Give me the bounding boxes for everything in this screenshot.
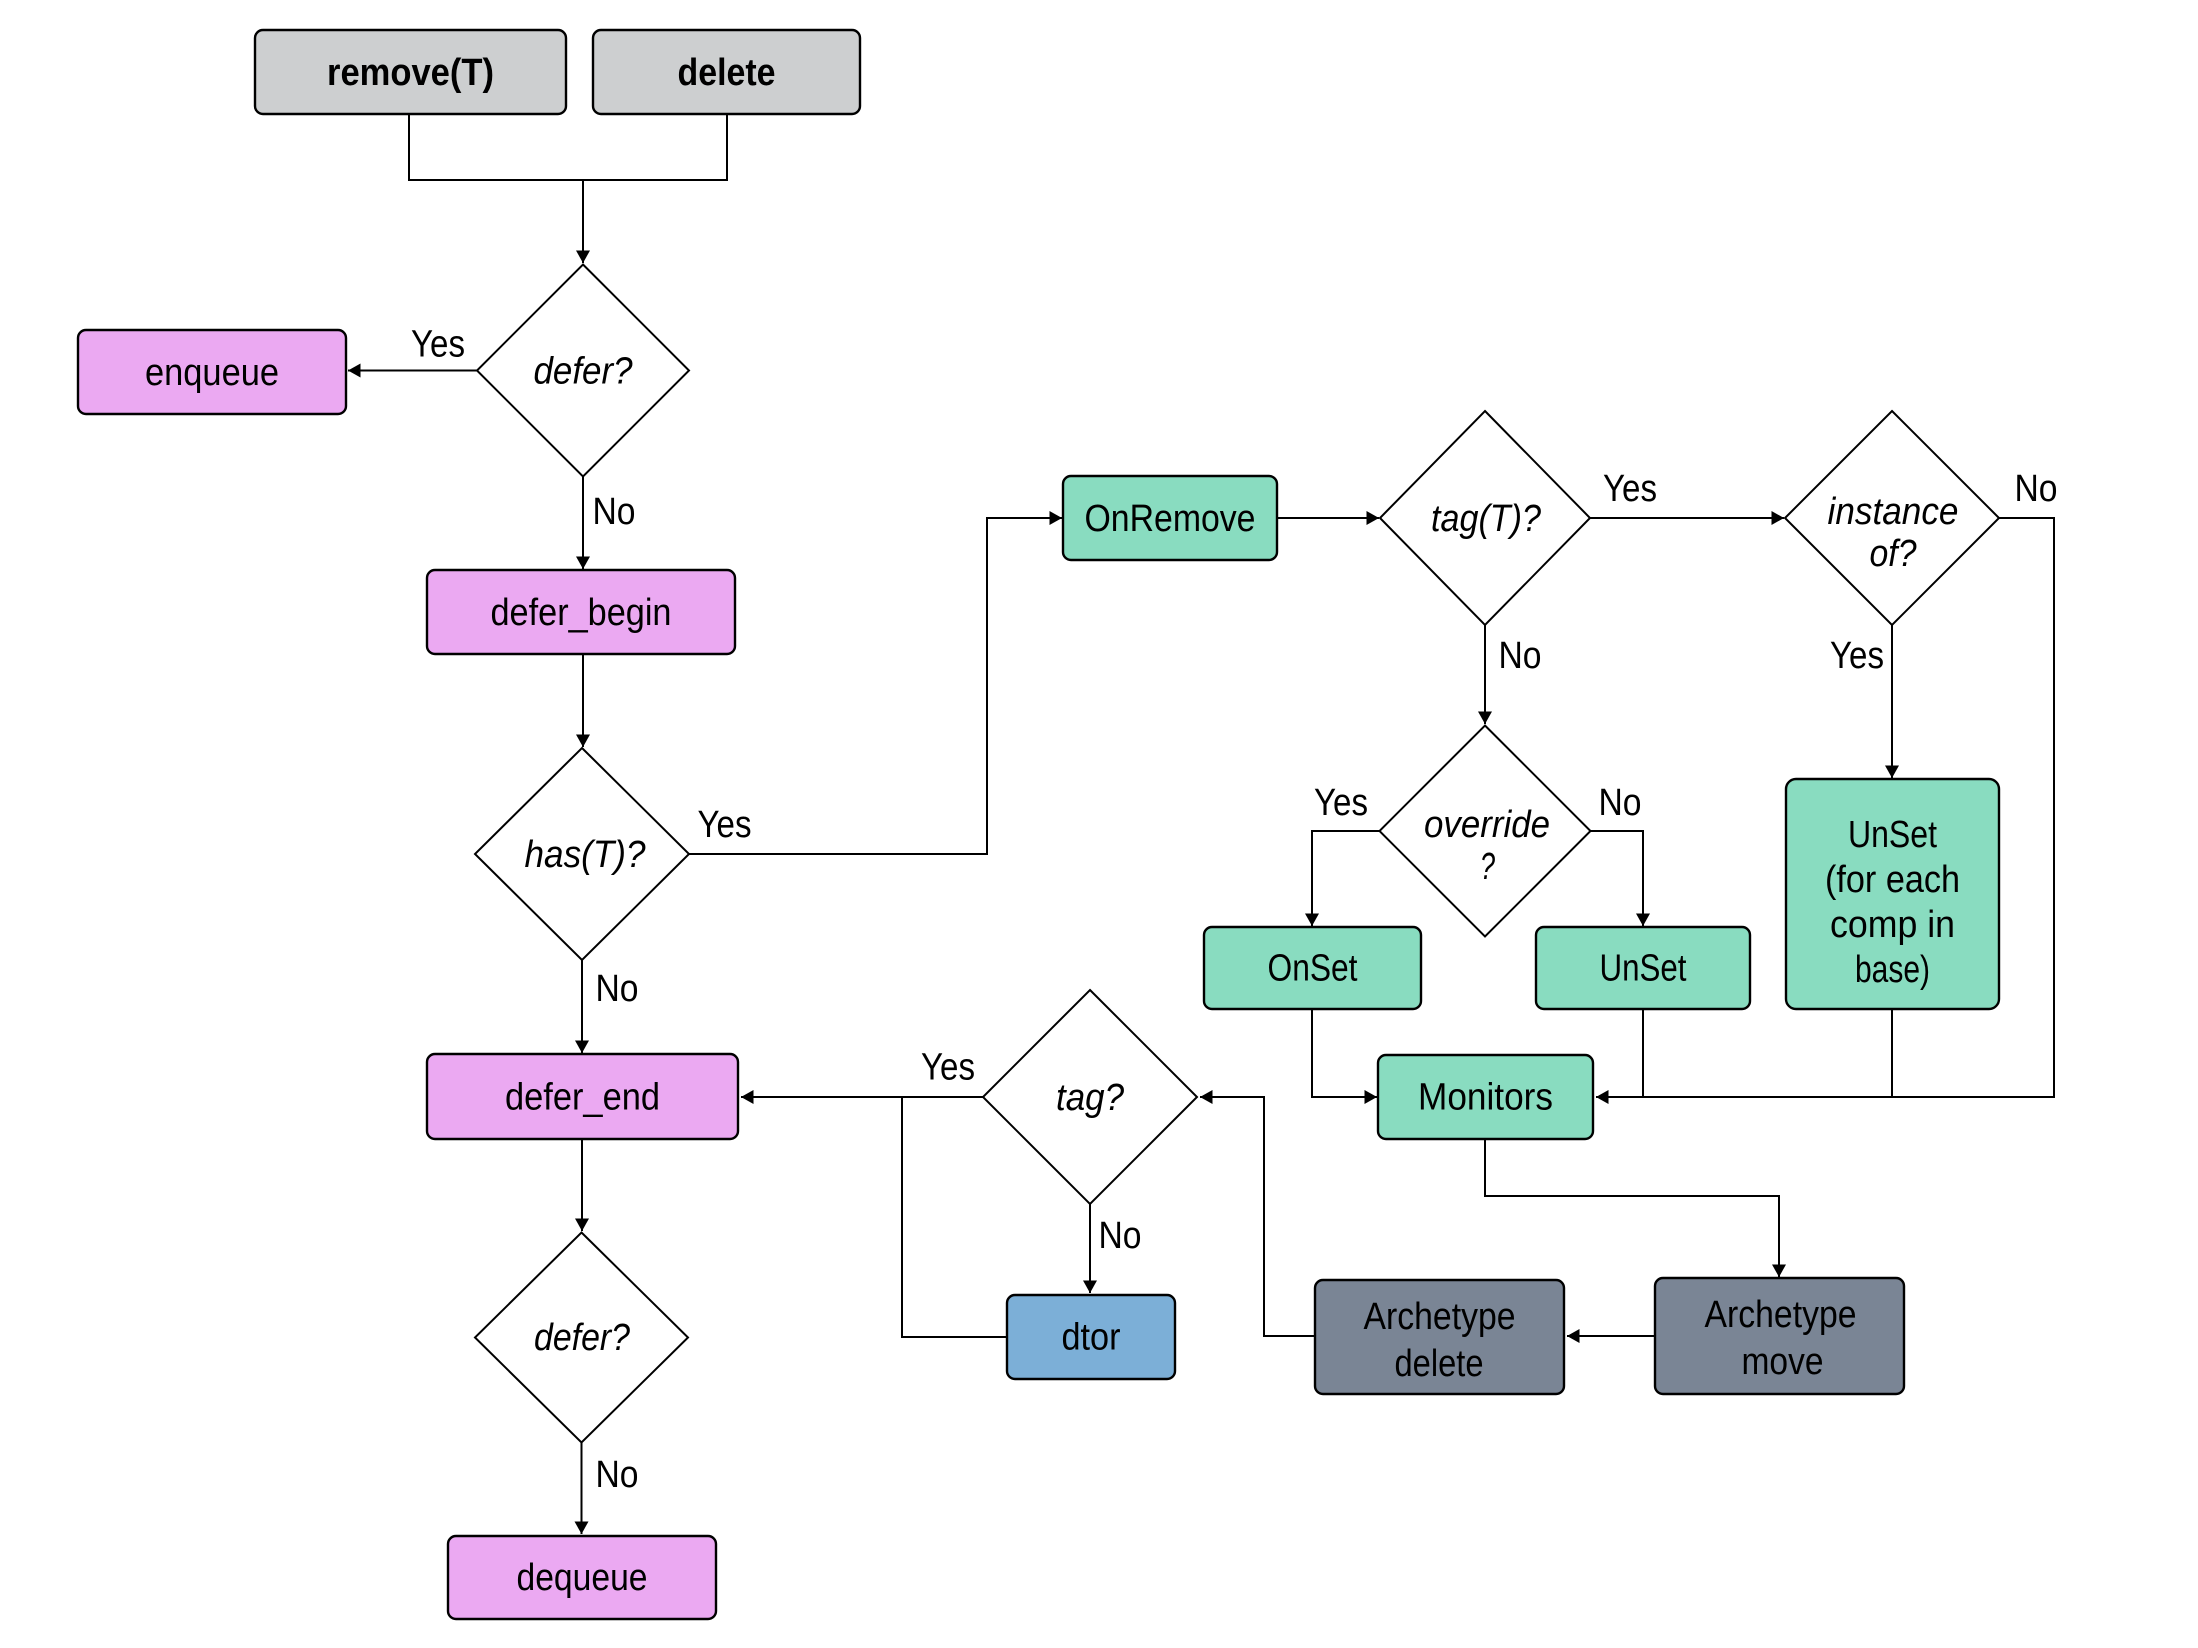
svg-text:Yes: Yes <box>1830 635 1884 677</box>
svg-text:Monitors: Monitors <box>1418 1077 1553 1119</box>
svg-text:delete: delete <box>1395 1343 1484 1385</box>
svg-text:No: No <box>596 1454 639 1496</box>
svg-text:base): base) <box>1855 949 1930 991</box>
svg-text:enqueue: enqueue <box>145 352 279 394</box>
svg-text:UnSet: UnSet <box>1600 948 1687 990</box>
svg-text:delete: delete <box>678 52 776 94</box>
svg-text:No: No <box>1499 635 1542 677</box>
svg-text:instance: instance <box>1828 491 1959 533</box>
svg-text:Yes: Yes <box>1314 782 1368 824</box>
svg-text:Yes: Yes <box>411 324 465 366</box>
svg-text:defer_begin: defer_begin <box>491 592 672 634</box>
svg-text:defer?: defer? <box>534 1317 631 1359</box>
svg-text:has(T)?: has(T)? <box>525 834 647 876</box>
svg-text:defer?: defer? <box>534 351 634 393</box>
svg-text:No: No <box>2015 468 2058 510</box>
svg-text:No: No <box>596 968 639 1010</box>
svg-text:Yes: Yes <box>921 1047 975 1089</box>
svg-text:Yes: Yes <box>1603 468 1657 510</box>
svg-text:dtor: dtor <box>1062 1317 1121 1359</box>
svg-text:No: No <box>1099 1215 1142 1257</box>
svg-text:Yes: Yes <box>698 804 752 846</box>
svg-text:of?: of? <box>1870 533 1918 575</box>
svg-text:tag?: tag? <box>1056 1077 1125 1119</box>
svg-text:override: override <box>1424 804 1550 846</box>
svg-text:remove(T): remove(T) <box>327 52 494 94</box>
svg-text:UnSet: UnSet <box>1848 814 1937 856</box>
svg-text:?: ? <box>1480 846 1496 888</box>
svg-text:No: No <box>1599 782 1642 824</box>
svg-text:dequeue: dequeue <box>517 1557 648 1599</box>
svg-text:tag(T)?: tag(T)? <box>1431 498 1542 540</box>
svg-text:move: move <box>1742 1341 1824 1383</box>
svg-text:Archetype: Archetype <box>1705 1294 1857 1336</box>
svg-text:Archetype: Archetype <box>1364 1296 1516 1338</box>
svg-text:No: No <box>593 491 636 533</box>
svg-text:defer_end: defer_end <box>505 1077 660 1119</box>
svg-text:comp in: comp in <box>1830 904 1955 946</box>
svg-text:OnSet: OnSet <box>1268 948 1358 990</box>
svg-text:(for each: (for each <box>1825 859 1960 901</box>
svg-text:OnRemove: OnRemove <box>1085 498 1256 540</box>
